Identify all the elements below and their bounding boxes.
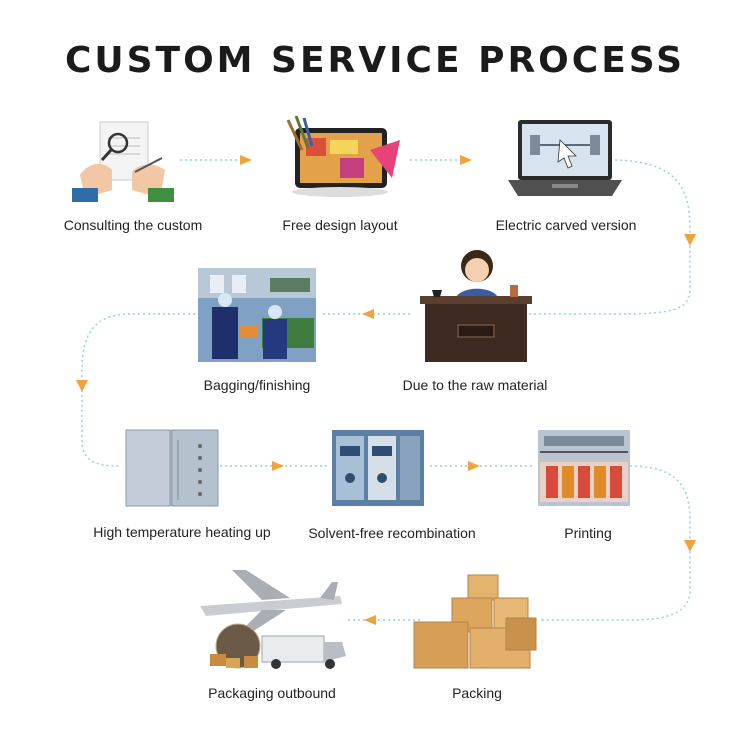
airplane-truck-icon bbox=[200, 570, 346, 669]
arrow-down-3 bbox=[684, 234, 696, 246]
step-label-design: Free design layout bbox=[282, 217, 398, 233]
arrow-7-8 bbox=[468, 461, 480, 471]
step-label-bagging: Bagging/finishing bbox=[203, 377, 311, 393]
tablet-design-icon bbox=[286, 115, 400, 197]
heating-chamber-icon bbox=[125, 429, 219, 507]
cardboard-boxes-icon bbox=[413, 574, 537, 669]
arrow-9-10 bbox=[364, 615, 376, 625]
arrow-down-8 bbox=[684, 540, 696, 552]
arrow-2-3 bbox=[460, 155, 472, 165]
step-label-outbound: Packaging outbound bbox=[208, 685, 336, 701]
arrow-6-7 bbox=[272, 461, 284, 471]
arrow-4-5 bbox=[362, 309, 374, 319]
arrow-1-2 bbox=[240, 155, 252, 165]
step-label-heating: High temperature heating up bbox=[93, 524, 271, 540]
laptop-cad-icon bbox=[508, 120, 622, 196]
page-title: CUSTOM SERVICE PROCESS bbox=[64, 40, 686, 81]
handshake-document-icon bbox=[72, 121, 174, 202]
step-label-carved-version: Electric carved version bbox=[495, 217, 637, 233]
receptionist-desk-icon bbox=[420, 250, 532, 362]
step-label-packing: Packing bbox=[452, 685, 502, 701]
step-label-printing: Printing bbox=[564, 525, 612, 541]
printing-press-icon bbox=[538, 430, 630, 506]
step-label-consulting: Consulting the custom bbox=[63, 217, 203, 233]
connector-5-6 bbox=[81, 313, 200, 467]
laminating-machine-icon bbox=[332, 430, 424, 506]
step-label-raw-material: Due to the raw material bbox=[402, 377, 548, 393]
factory-workers-icon bbox=[198, 268, 316, 362]
arrow-down-5 bbox=[76, 380, 88, 392]
step-label-recombination: Solvent-free recombination bbox=[308, 525, 476, 541]
